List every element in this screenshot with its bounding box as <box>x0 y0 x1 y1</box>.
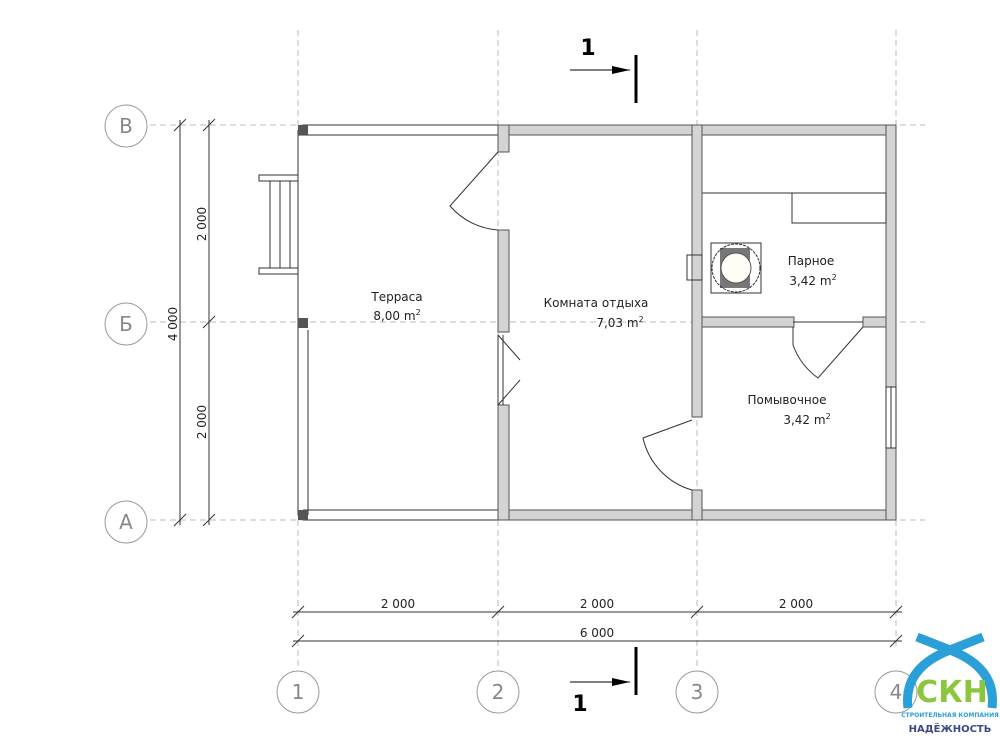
room-name: Терраса <box>370 290 422 304</box>
room-area: 3,42 m2 <box>783 412 830 427</box>
row-axis-label: Б <box>119 312 133 336</box>
row-axis-v: В <box>104 104 148 148</box>
stove-icon <box>686 242 762 294</box>
section-mark-bottom: 1 <box>570 647 638 717</box>
section-mark-top: 1 <box>570 36 638 103</box>
bench <box>702 192 887 224</box>
vertical-dimensions: 2 000 2 000 4 000 <box>166 118 216 527</box>
dimension-total-label: 6 000 <box>580 626 614 640</box>
logo-subtitle: СТРОИТЕЛЬНАЯ КОМПАНИЯ <box>901 712 999 719</box>
section-mark-label: 1 <box>572 692 587 717</box>
row-axis-b: Б <box>104 302 148 346</box>
horizontal-dimensions: 2 000 2 000 2 000 6 000 <box>291 597 903 648</box>
logo-abbr: СКН <box>916 675 988 710</box>
row-axis-label: В <box>119 114 133 138</box>
company-logo: СКН СТРОИТЕЛЬНАЯ КОМПАНИЯ НАДЁЖНОСТЬ <box>901 632 999 735</box>
section-mark-label: 1 <box>580 36 595 61</box>
room-name: Комната отдыха <box>544 296 649 310</box>
col-axis-label: 3 <box>691 680 704 704</box>
col-axis-label: 4 <box>890 680 903 704</box>
col-axis-2: 2 <box>476 670 520 714</box>
dimension-label: 2 000 <box>381 597 415 611</box>
room-area: 8,00 m2 <box>373 308 420 323</box>
col-axis-label: 1 <box>292 680 305 704</box>
room-rest: Комната отдыха 7,03 m2 <box>544 296 649 330</box>
dimension-total-label: 4 000 <box>166 307 180 341</box>
room-name: Парное <box>788 254 835 268</box>
row-axis-a: А <box>104 500 148 544</box>
col-axis-label: 2 <box>492 680 505 704</box>
walls <box>497 124 897 521</box>
dimension-label: 2 000 <box>580 597 614 611</box>
room-steam: Парное 3,42 m2 <box>788 254 837 288</box>
room-terrace: Терраса 8,00 m2 <box>370 290 422 323</box>
col-axis-3: 3 <box>675 670 719 714</box>
row-axis-label: А <box>119 510 133 534</box>
room-wash: Помывочное 3,42 m2 <box>748 393 831 427</box>
logo-name: НАДЁЖНОСТЬ <box>909 721 992 735</box>
dimension-label: 2 000 <box>195 207 209 241</box>
doors <box>449 151 897 491</box>
room-area: 3,42 m2 <box>789 273 836 288</box>
col-axis-1: 1 <box>276 670 320 714</box>
stairs <box>258 174 299 275</box>
room-area: 7,03 m2 <box>596 315 643 330</box>
terrace <box>258 124 498 521</box>
dimension-label: 2 000 <box>195 405 209 439</box>
room-name: Помывочное <box>748 393 827 407</box>
dimension-label: 2 000 <box>779 597 813 611</box>
